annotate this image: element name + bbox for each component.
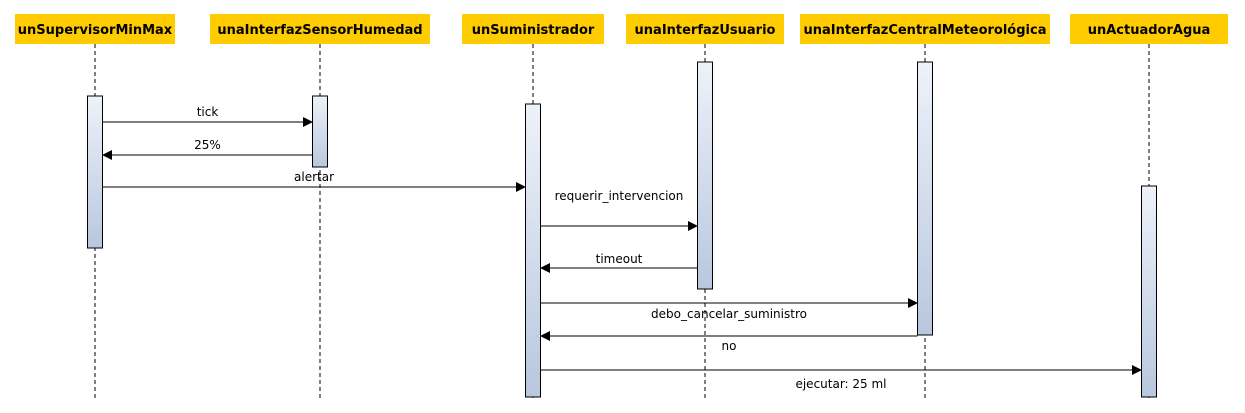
lifeline-head-box [626, 14, 784, 44]
message-6[interactable]: no [540, 331, 918, 353]
activation-bar-sensor [312, 95, 328, 168]
lifeline-head-box [15, 14, 175, 44]
lifeline-head-usuario[interactable]: unaInterfazUsuario [626, 14, 784, 44]
activation-bar-meteo [917, 61, 933, 336]
lifeline-head-meteo[interactable]: unaInterfazCentralMeteorológica [800, 14, 1050, 44]
lifeline-head-box [1070, 14, 1228, 44]
activation-bar-actuador [1141, 185, 1157, 398]
lifeline-label: unaInterfazCentralMeteorológica [804, 23, 1047, 38]
lifeline-head-box [462, 14, 604, 44]
lifeline-head-box [210, 14, 430, 44]
message-4[interactable]: timeout [540, 252, 698, 273]
message-0[interactable]: tick [102, 105, 313, 127]
lifeline-label: unSuministrador [472, 23, 595, 38]
lifeline-head-sensor[interactable]: unaInterfazSensorHumedad [210, 14, 430, 44]
lifeline-label: unaInterfazSensorHumedad [217, 23, 422, 38]
lifeline-label: unSupervisorMinMax [18, 23, 173, 38]
message-3[interactable]: requerir_intervencion [540, 189, 698, 231]
message-2[interactable]: alertar [102, 170, 526, 192]
message-label: alertar [294, 170, 334, 184]
lifeline-head-actuador[interactable]: unActuadorAgua [1070, 14, 1228, 44]
message-1[interactable]: 25% [102, 138, 313, 160]
lifeline-head-suministrador[interactable]: unSuministrador [462, 14, 604, 44]
message-label: 25% [194, 138, 221, 152]
message-label: timeout [596, 252, 643, 266]
message-7[interactable]: ejecutar: 25 ml [540, 365, 1142, 391]
message-label: no [722, 339, 737, 353]
activation-bar-supervisor [87, 95, 103, 249]
message-label: tick [197, 105, 219, 119]
lifeline-head-supervisor[interactable]: unSupervisorMinMax [15, 14, 175, 44]
lifeline-head-box [800, 14, 1050, 44]
message-5[interactable]: debo_cancelar_suministro [540, 298, 918, 321]
lifeline-label: unaInterfazUsuario [635, 23, 776, 38]
activation-bar-usuario [697, 61, 713, 290]
message-label: ejecutar: 25 ml [795, 377, 886, 391]
activation-bar-suministrador [525, 103, 541, 398]
lifeline-label: unActuadorAgua [1088, 23, 1211, 38]
message-label: debo_cancelar_suministro [651, 307, 807, 321]
message-label: requerir_intervencion [555, 189, 684, 203]
